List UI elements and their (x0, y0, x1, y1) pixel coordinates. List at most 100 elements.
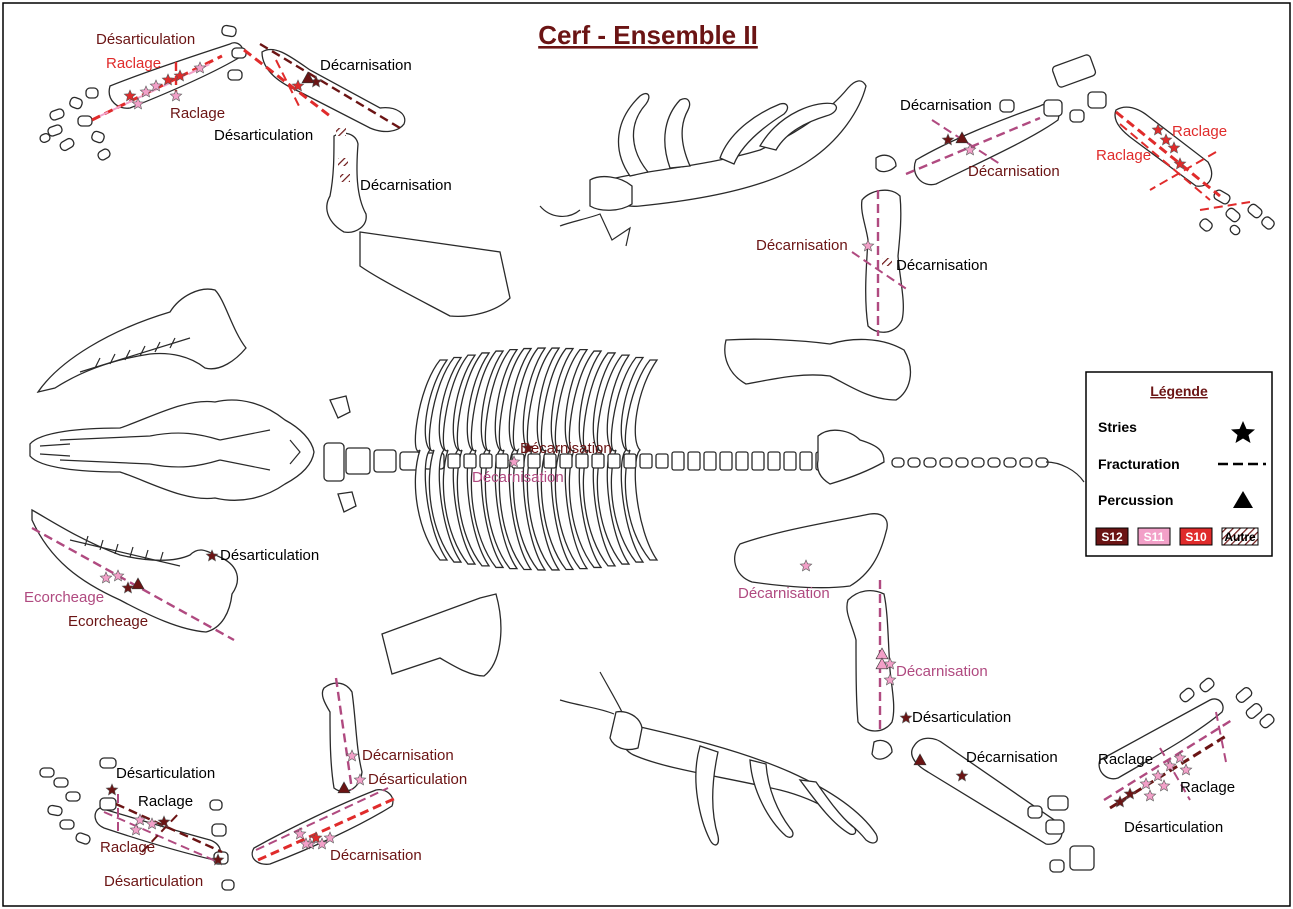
label-desarticulation: Désarticulation (104, 873, 203, 890)
small-bone (1070, 846, 1094, 870)
legend-item-percussion: Percussion (1098, 492, 1173, 508)
forelimb-top-right (725, 54, 1276, 400)
label-raclage: Raclage (100, 839, 155, 856)
tail-tip (1046, 462, 1084, 482)
skull (30, 400, 314, 500)
small-bone (1246, 203, 1263, 220)
small-bone (100, 798, 116, 810)
label-raclage: Raclage (138, 793, 193, 810)
label-desarticulation: Désarticulation (214, 127, 313, 144)
legend-key-s12-label: S12 (1101, 530, 1123, 544)
label-decarnisation: Décarnisation (362, 747, 454, 764)
small-bone (1088, 92, 1106, 108)
label-decarnisation: Décarnisation (968, 163, 1060, 180)
antler-top (540, 81, 866, 246)
label-ecorcheage: Ecorcheage (24, 589, 104, 606)
small-bone (1070, 110, 1084, 122)
small-bone (1048, 796, 1068, 810)
antler-bottom (560, 672, 877, 845)
stria-mark (1180, 764, 1191, 775)
small-bone (221, 25, 237, 37)
vertebra (752, 452, 764, 470)
label-raclage: Raclage (1096, 147, 1151, 164)
vertebra (448, 454, 460, 468)
vertebra (784, 452, 796, 470)
small-bone (232, 48, 246, 58)
vertebra (656, 454, 668, 468)
small-bone (1198, 217, 1214, 232)
legend-item-fracturation: Fracturation (1098, 456, 1180, 472)
vertebra (480, 454, 492, 468)
label-decarnisation: Décarnisation (330, 847, 422, 864)
legend-key-s11-label: S11 (1144, 530, 1165, 544)
sacrum-tail (818, 430, 1085, 484)
vertebra (720, 452, 732, 470)
stria-mark (1158, 780, 1169, 791)
vertebra (672, 452, 684, 470)
other-mark (338, 158, 348, 166)
stria-mark (1140, 778, 1151, 789)
small-bone (228, 70, 242, 80)
small-bone (97, 148, 112, 162)
small-bone (86, 88, 98, 98)
legend-key-autre-label: Autre (1224, 530, 1256, 544)
stria-mark (900, 712, 911, 723)
diagram-title: Cerf - Ensemble II (538, 20, 758, 50)
tail-vertebra (1004, 458, 1016, 467)
label-desarticulation: Désarticulation (220, 547, 319, 564)
small-bone (1258, 713, 1275, 730)
small-bone (78, 116, 92, 126)
small-bone (49, 108, 65, 121)
label-decarnisation: Décarnisation (900, 97, 992, 114)
label-ecorcheage: Ecorcheage (68, 613, 148, 630)
stria-mark (1144, 790, 1155, 801)
other-mark (340, 174, 350, 182)
legend-key-s10-label: S10 (1185, 530, 1207, 544)
mandible-upper (38, 289, 246, 392)
small-bone (91, 130, 106, 144)
label-raclage: Raclage (1098, 751, 1153, 768)
label-desarticulation: Désarticulation (116, 765, 215, 782)
legend: Légende Stries Fracturation Percussion S… (1086, 372, 1272, 556)
tail-vertebra (1020, 458, 1032, 467)
label-decarnisation: Décarnisation (472, 469, 564, 486)
tail-vertebra (908, 458, 920, 467)
stria-mark (170, 90, 181, 101)
label-desarticulation: Désarticulation (96, 31, 195, 48)
small-bone (1178, 687, 1195, 704)
vertebra (800, 452, 812, 470)
small-bone (1051, 54, 1096, 88)
label-desarticulation: Désarticulation (1124, 819, 1223, 836)
small-bone (66, 792, 80, 801)
small-bone (100, 758, 116, 768)
small-bone (1028, 806, 1042, 818)
small-bone (1229, 224, 1242, 237)
small-bone (75, 832, 91, 845)
small-bone (212, 824, 226, 836)
other-mark (882, 258, 892, 266)
tail-vertebra (988, 458, 1000, 467)
label-decarnisation: Décarnisation (896, 257, 988, 274)
vertebra (704, 452, 716, 470)
small-bone (1050, 860, 1064, 872)
small-bone (222, 880, 234, 890)
legend-item-stries: Stries (1098, 419, 1137, 435)
label-decarnisation: Décarnisation (756, 237, 848, 254)
small-bone (1224, 207, 1241, 224)
vertebra (464, 454, 476, 468)
label-decarnisation: Décarnisation (360, 177, 452, 194)
small-bone (60, 820, 74, 829)
small-bone (69, 96, 84, 110)
tail-vertebra (956, 458, 968, 467)
vertebra (496, 454, 508, 468)
tail-vertebra (892, 458, 904, 467)
legend-title: Légende (1150, 383, 1208, 399)
other-mark (336, 128, 346, 136)
small-bone (210, 800, 222, 810)
small-bone (1235, 686, 1254, 704)
small-bone (1046, 820, 1064, 834)
label-desarticulation: Désarticulation (368, 771, 467, 788)
small-bone (1245, 702, 1264, 720)
